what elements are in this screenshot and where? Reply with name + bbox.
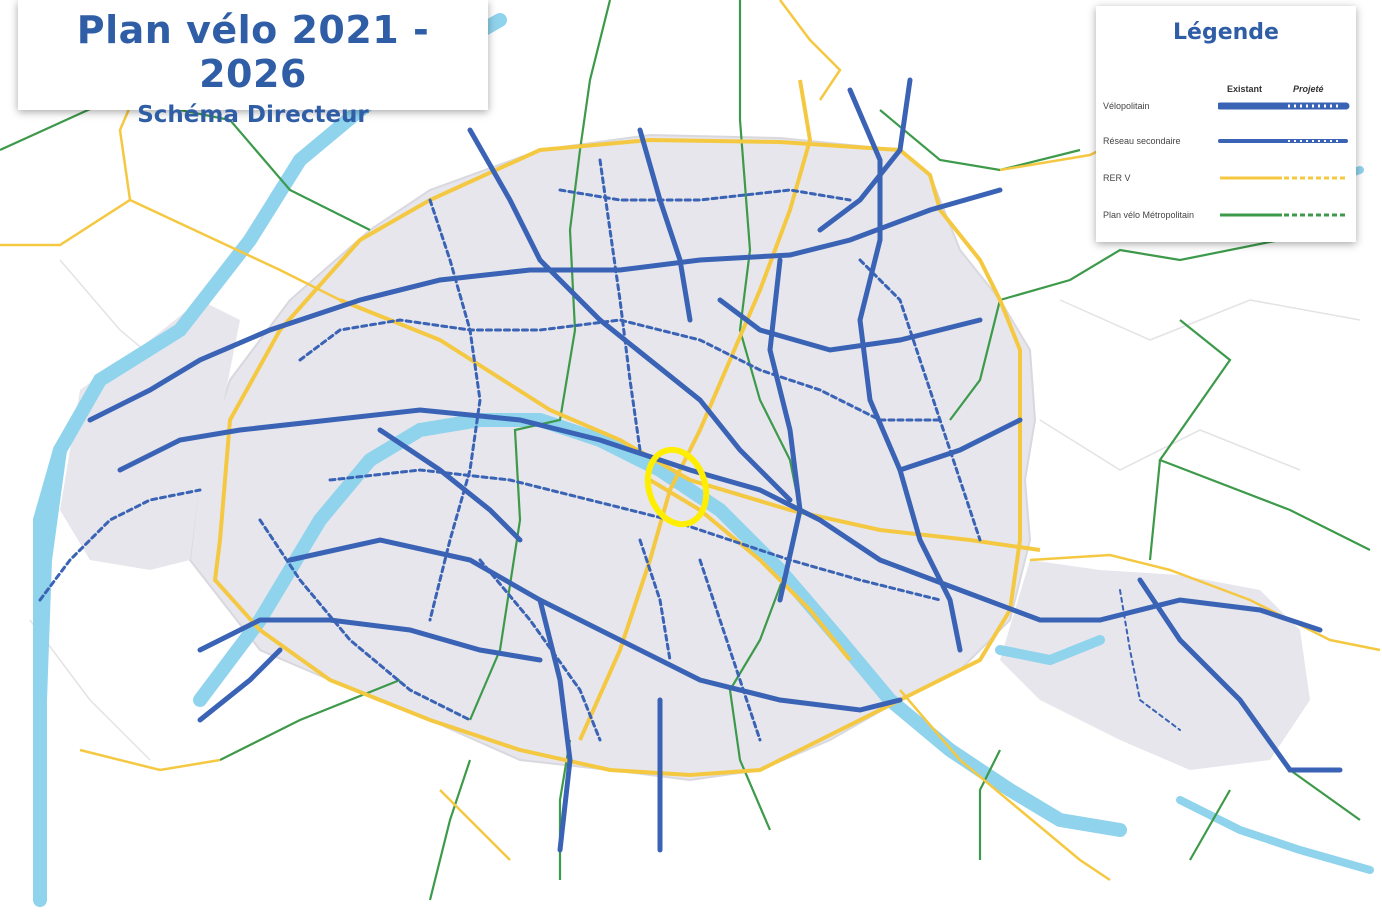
velopolitain-network: [38, 77, 1343, 853]
bois-de-vincennes: [1000, 560, 1310, 770]
legend-column-existing: Existant: [1227, 84, 1263, 94]
map-title: Plan vélo 2021 - 2026: [76, 8, 430, 96]
highlight-circle: [644, 446, 710, 528]
legend-swatch-metropolitain: [1220, 213, 1346, 217]
legend-title: Légende: [1173, 20, 1279, 45]
legend-item-label: RER V: [1103, 173, 1131, 183]
legend-item-velopolitain: Vélopolitain: [1103, 98, 1351, 114]
legend-item-label: Vélopolitain: [1103, 101, 1150, 111]
legend-panel: Légende Existant Projeté Vélopolitain Ré…: [1096, 6, 1356, 242]
legend-item-label: Plan vélo Métropolitain: [1103, 210, 1195, 220]
bois-de-boulogne: [60, 300, 240, 570]
legend-item-metropolitain: Plan vélo Métropolitain: [1103, 207, 1351, 223]
map-subtitle: Schéma Directeur: [137, 102, 369, 128]
legend-swatch-rer-v: [1220, 176, 1346, 180]
legend-swatch-velopolitain: [1218, 102, 1350, 110]
legend-item-rer-v: RER V: [1103, 170, 1351, 186]
city-area: [188, 133, 1037, 782]
legend-item-label: Réseau secondaire: [1103, 136, 1181, 146]
legend-item-secondary: Réseau secondaire: [1103, 133, 1351, 149]
legend-swatch-secondary: [1218, 139, 1348, 143]
title-panel: Plan vélo 2021 - 2026 Schéma Directeur: [18, 0, 488, 128]
legend-column-projected: Projeté: [1293, 84, 1324, 94]
